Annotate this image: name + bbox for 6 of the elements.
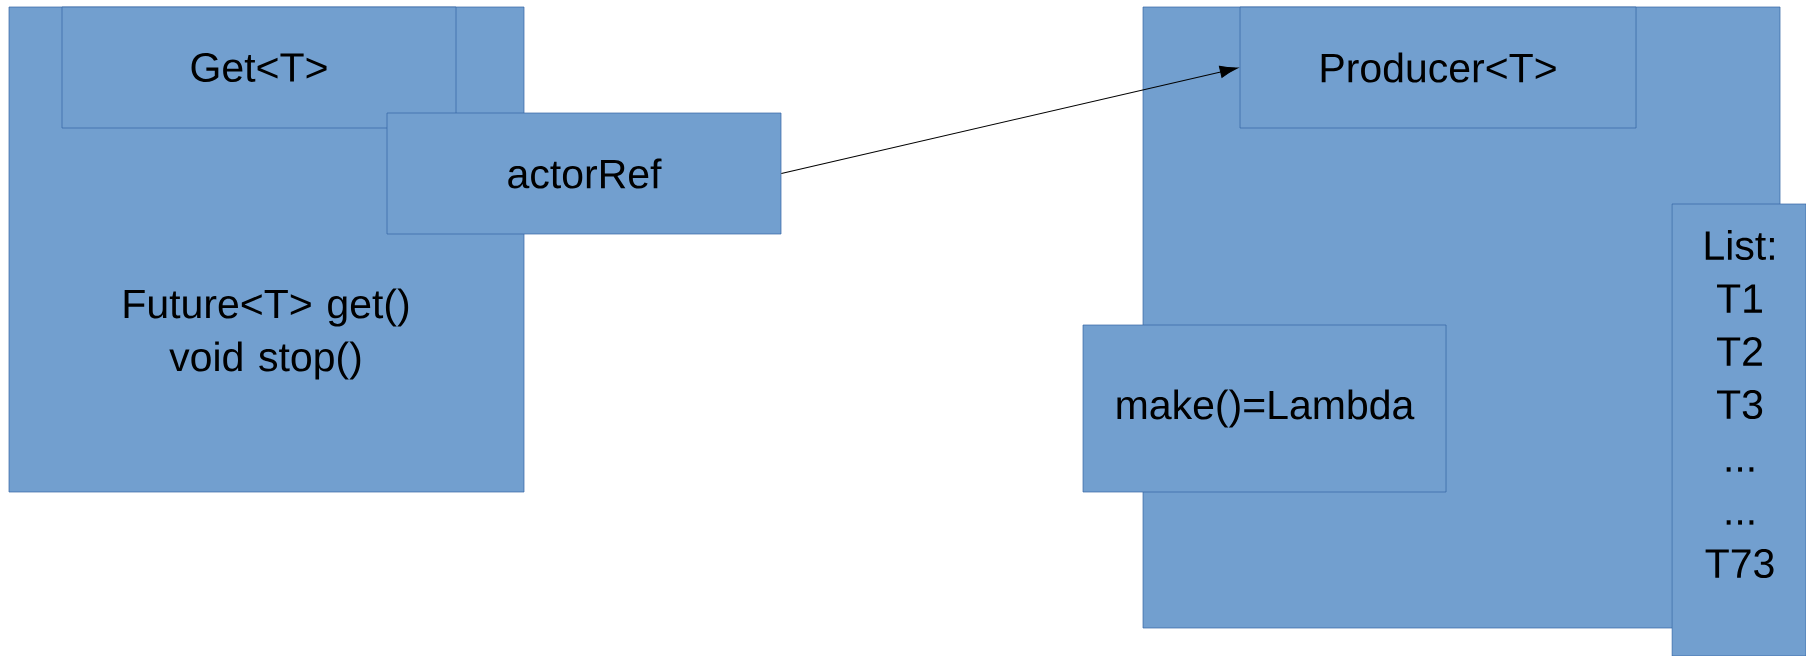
list-box: List: T1 T2 T3 ... ... T73 [1671, 203, 1806, 656]
method-box: make()=Lambda [1082, 324, 1447, 493]
field-box: actorRef [386, 112, 782, 235]
title-box: Get<T> [61, 6, 457, 129]
arrow [780, 65, 1238, 174]
title-box: Producer<T> [1239, 6, 1637, 129]
